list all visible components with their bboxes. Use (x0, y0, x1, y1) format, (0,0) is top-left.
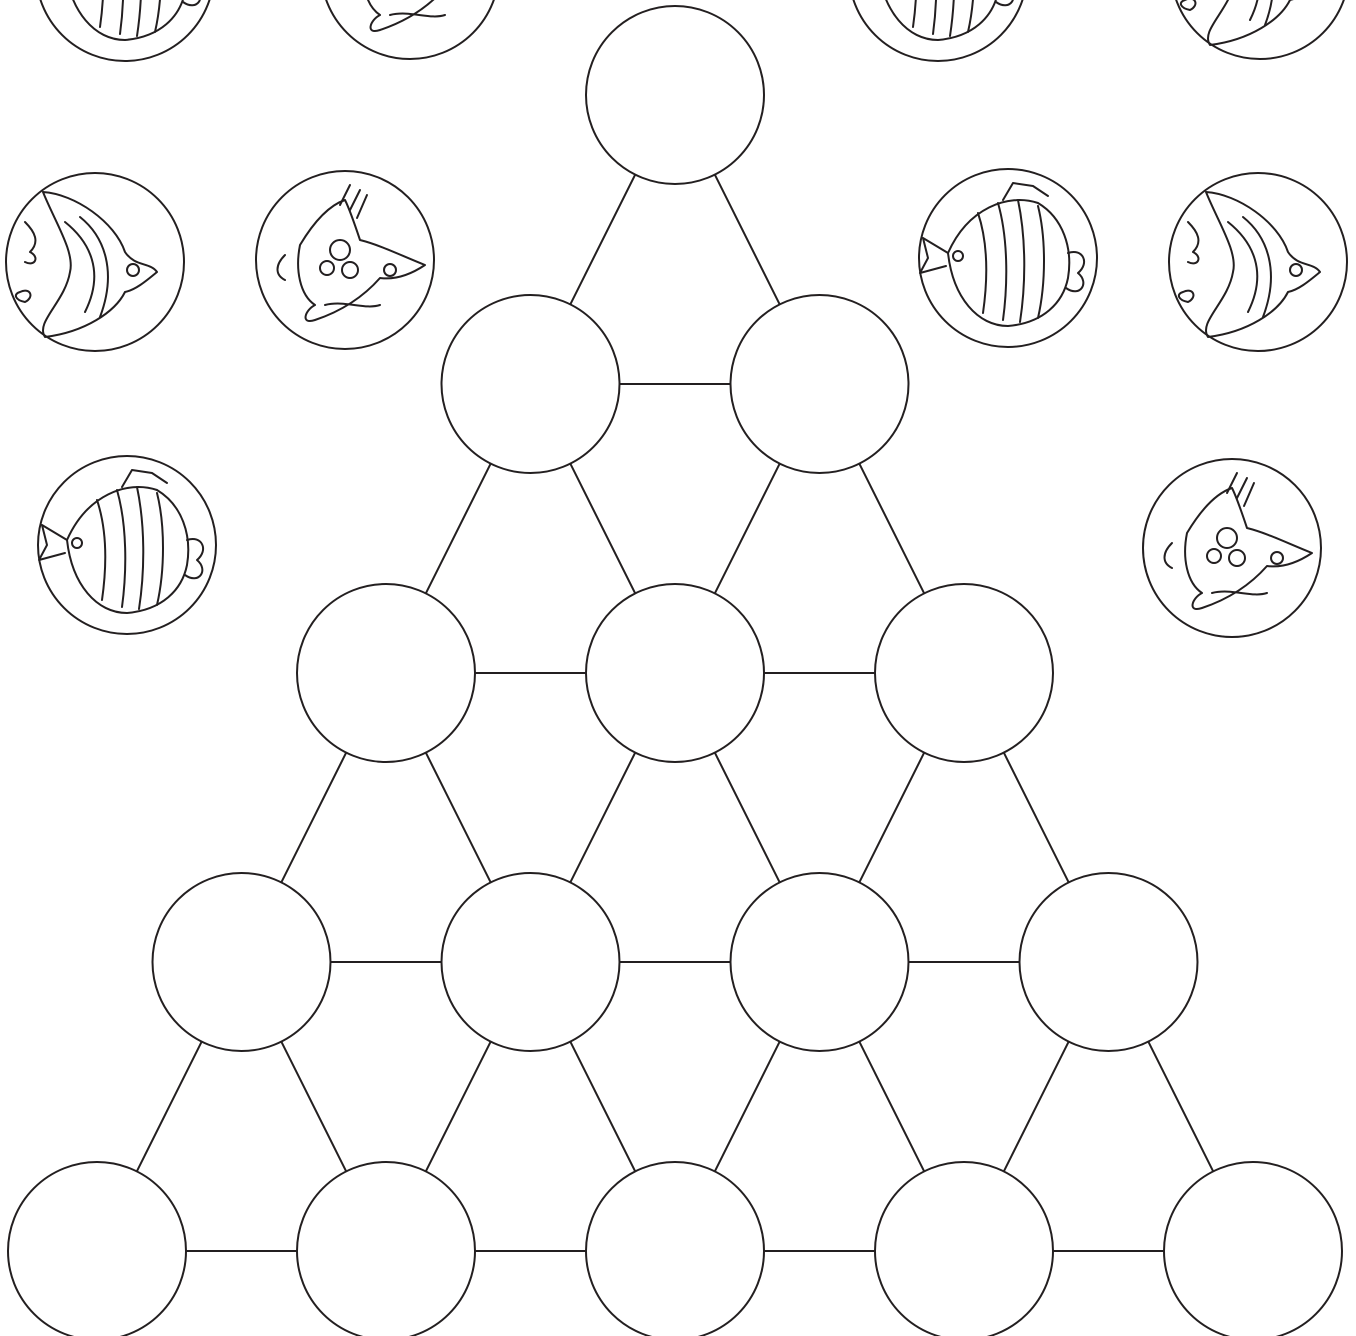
board-edge (1148, 1042, 1213, 1172)
board-edge (859, 753, 924, 883)
fish-token-right[interactable] (849, 0, 1027, 61)
board-edge (715, 175, 780, 305)
board-spot-r2-c2[interactable] (731, 295, 909, 473)
board-edge (570, 753, 635, 883)
board-spot-r5-c3[interactable] (586, 1162, 764, 1336)
board-spot-r5-c1[interactable] (8, 1162, 186, 1336)
board-spot-r3-c3[interactable] (875, 584, 1053, 762)
board-edge (426, 464, 491, 594)
fish-token-left[interactable] (321, 0, 499, 59)
token-ring (36, 0, 214, 61)
board-spot-r5-c4[interactable] (875, 1162, 1053, 1336)
fish-token-left[interactable] (36, 0, 214, 61)
board-edge (426, 1042, 491, 1172)
fish-token-left[interactable] (256, 171, 434, 349)
board-edge (137, 1042, 202, 1172)
token-ring (38, 456, 216, 634)
token-ring (849, 0, 1027, 61)
fish-token-right[interactable] (1171, 0, 1349, 59)
board-edge (1004, 1042, 1069, 1172)
board-spot-r4-c2[interactable] (442, 873, 620, 1051)
fish-token-left[interactable] (38, 456, 216, 634)
board-edge (570, 175, 635, 305)
board-edge (426, 753, 491, 883)
board-spot-r4-c1[interactable] (153, 873, 331, 1051)
board-spot-r3-c1[interactable] (297, 584, 475, 762)
fish-token-right[interactable] (1143, 459, 1321, 637)
board-spot-r4-c3[interactable] (731, 873, 909, 1051)
token-ring (256, 171, 434, 349)
board-spot-r3-c2[interactable] (586, 584, 764, 762)
board-edge (570, 1042, 635, 1172)
board-edge (859, 1042, 924, 1172)
board-spot-r5-c2[interactable] (297, 1162, 475, 1336)
board-spot-r2-c1[interactable] (442, 295, 620, 473)
board-spot-r4-c4[interactable] (1020, 873, 1198, 1051)
fish-token-left[interactable] (6, 173, 184, 351)
fish-token-right[interactable] (1169, 173, 1347, 351)
board-edge (715, 464, 780, 594)
token-ring (1143, 459, 1321, 637)
board-spot-r1-c1[interactable] (586, 6, 764, 184)
board-edge (281, 753, 346, 883)
board-edge (281, 1042, 346, 1172)
board-spots (8, 6, 1342, 1336)
board-edge (1004, 753, 1069, 883)
token-ring (919, 169, 1097, 347)
fish-token-right[interactable] (919, 169, 1097, 347)
board-edge (715, 753, 780, 883)
board-edge (570, 464, 635, 594)
board-spot-r5-c5[interactable] (1164, 1162, 1342, 1336)
board-edge (859, 464, 924, 594)
board-edge (715, 1042, 780, 1172)
token-ring (321, 0, 499, 59)
